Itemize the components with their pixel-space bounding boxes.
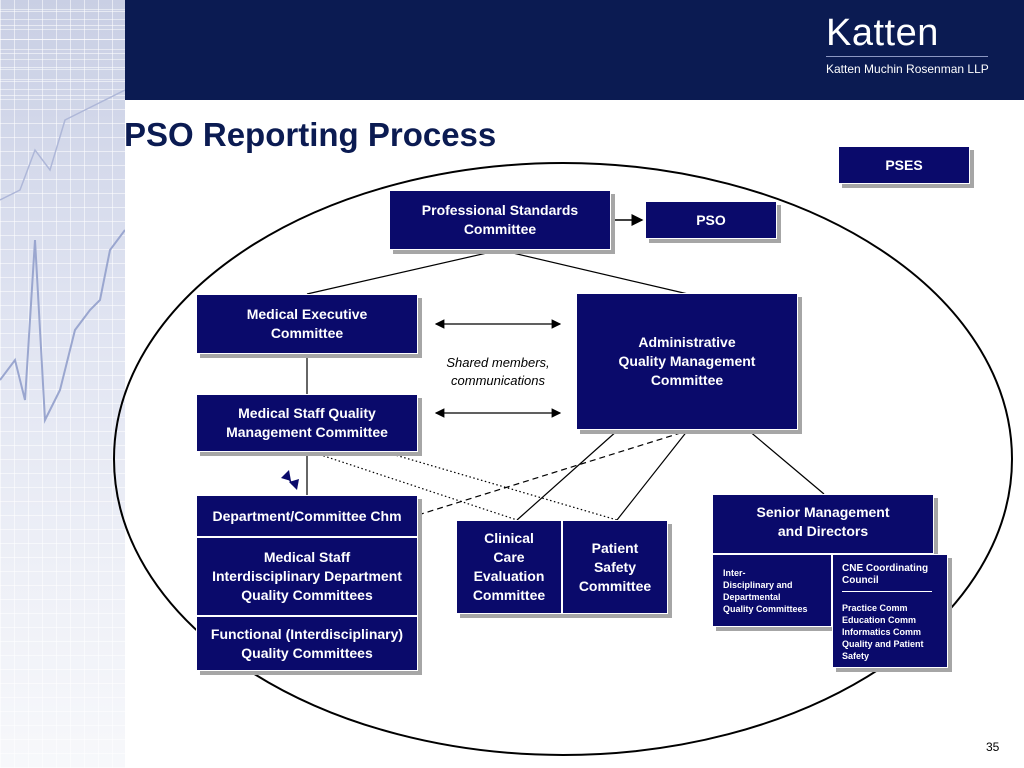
inter-disciplinary-committees-box: Inter- Disciplinary and Departmental Qua… <box>712 554 832 627</box>
patient-safety-committee-box: Patient Safety Committee <box>562 520 668 614</box>
page-title: PSO Reporting Process <box>124 116 497 153</box>
connector-psc-to-aqm <box>499 249 689 295</box>
connector-aqm-to-senior <box>747 429 825 495</box>
organization-boundary-ellipse <box>113 162 1013 756</box>
brand-subtitle: Katten Muchin Rosenman LLP <box>826 62 989 76</box>
clinical-care-evaluation-committee-box: Clinical Care Evaluation Committee <box>456 520 562 614</box>
senior-management-box: Senior Management and Directors <box>712 494 934 554</box>
functional-interdisciplinary-committees-box: Functional (Interdisciplinary) Quality C… <box>196 616 418 671</box>
professional-standards-committee-box: Professional Standards Committee <box>389 190 611 250</box>
medical-staff-quality-management-committee-box: Medical Staff Quality Management Committ… <box>196 394 418 452</box>
cne-divider <box>842 591 932 592</box>
dashed-link-dept-to-aqm <box>417 429 691 516</box>
header-bar <box>0 0 1024 100</box>
brand-divider <box>826 56 988 57</box>
medical-staff-interdisciplinary-committees-box: Medical Staff Interdisciplinary Departme… <box>196 537 418 616</box>
decorative-top-block <box>0 0 125 100</box>
department-committee-chm-box: Department/Committee Chm <box>196 495 418 537</box>
inter-disciplinary-label: Inter- Disciplinary and Departmental Qua… <box>723 568 808 614</box>
medical-executive-committee-box: Medical Executive Committee <box>196 294 418 354</box>
connector-aqm-to-patient-safety <box>616 429 689 521</box>
cne-title: CNE Coordinating Council <box>842 563 929 586</box>
dotted-link-msqm-to-patient-safety <box>384 451 618 521</box>
cne-coordinating-council-box: CNE Coordinating Council Practice Comm E… <box>832 554 948 668</box>
cne-committee-list: Practice Comm Education Comm Informatics… <box>842 603 924 661</box>
bidirectional-arrow-icon <box>281 470 299 490</box>
pso-box: PSO <box>645 201 777 239</box>
connector-aqm-to-clinical <box>516 429 619 521</box>
ecg-trace-icon <box>0 89 125 424</box>
brand-logo: Katten <box>826 12 939 54</box>
pses-box: PSES <box>838 146 970 184</box>
connector-psc-to-mec <box>306 249 501 295</box>
slide-number: 35 <box>986 740 1000 754</box>
shared-members-note: Shared members, communications <box>446 355 550 388</box>
decorative-side-image <box>0 0 125 768</box>
administrative-quality-management-committee-box: Administrative Quality Management Commit… <box>576 293 798 430</box>
